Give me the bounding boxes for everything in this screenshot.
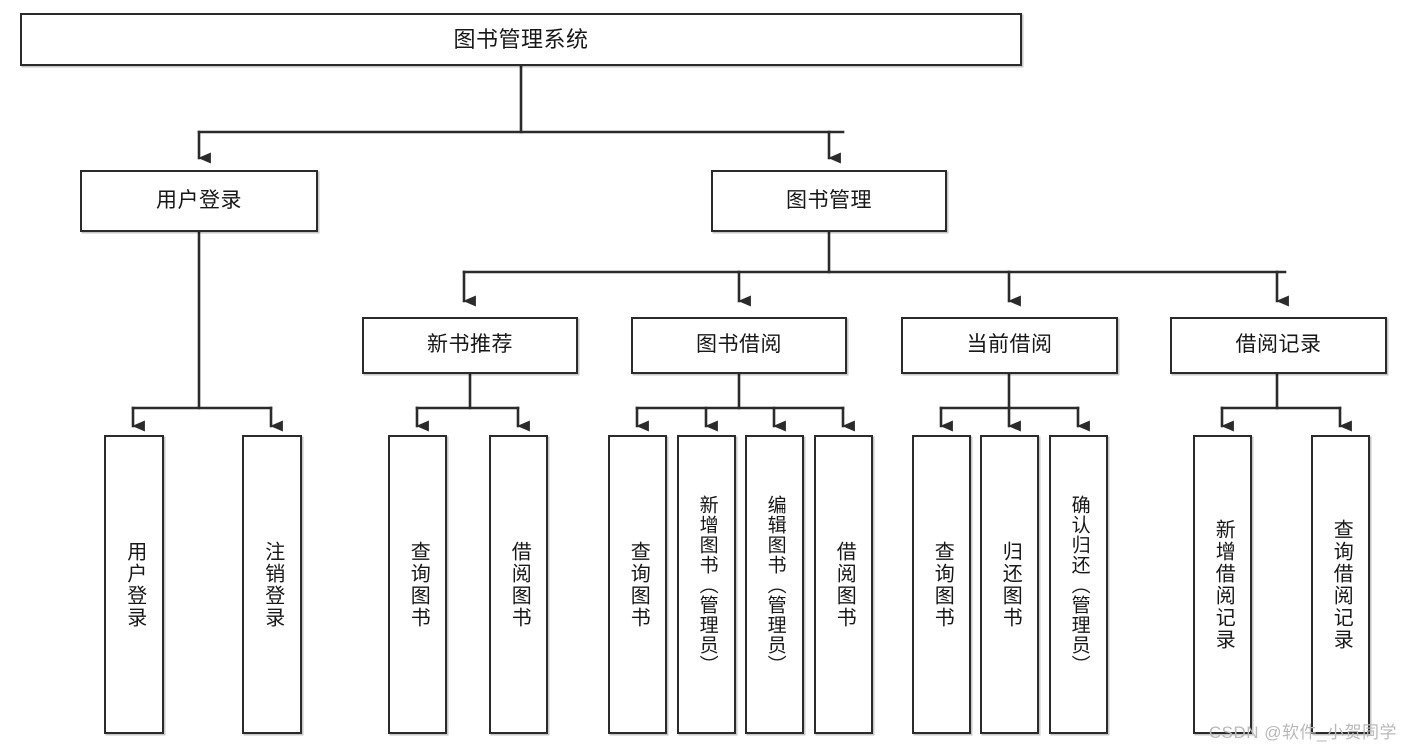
node-book-borrow[interactable]: 图书借阅 (631, 317, 847, 374)
leaf-query-book-current[interactable]: 查询图书 (912, 435, 971, 734)
node-label: 查询图书 (931, 540, 954, 629)
node-label: 新书推荐 (427, 333, 513, 357)
node-label: 归还图书 (999, 540, 1022, 629)
node-label: 借阅图书 (508, 540, 531, 629)
node-label: 查询图书 (627, 540, 650, 629)
node-label: 用户登录 (156, 188, 242, 212)
node-label: 编辑图书（管理员） (764, 494, 786, 675)
node-label: 当前借阅 (966, 333, 1053, 357)
leaf-query-book-borrow[interactable]: 查询图书 (608, 435, 667, 734)
node-borrow-record[interactable]: 借阅记录 (1170, 317, 1387, 374)
leaf-borrow-book-recommend[interactable]: 借阅图书 (489, 435, 548, 734)
node-label: 用户登录 (123, 540, 146, 629)
csdn-watermark: CSDN @软件_小贺同学 (1208, 723, 1397, 742)
node-label: 新增图书（管理员） (696, 494, 718, 675)
leaf-return-book[interactable]: 归还图书 (980, 435, 1039, 734)
leaf-user-login[interactable]: 用户登录 (104, 435, 164, 734)
node-new-book-recommend[interactable]: 新书推荐 (362, 317, 578, 374)
leaf-add-book-admin[interactable]: 新增图书（管理员） (677, 435, 736, 734)
node-label: 图书借阅 (696, 333, 782, 357)
leaf-borrow-book[interactable]: 借阅图书 (814, 435, 873, 734)
leaf-add-borrow-record[interactable]: 新增借阅记录 (1193, 435, 1252, 734)
node-user-login[interactable]: 用户登录 (80, 170, 318, 232)
node-label: 借阅记录 (1235, 333, 1322, 357)
node-label: 图书管理系统 (453, 26, 589, 52)
leaf-confirm-return-admin[interactable]: 确认归还（管理员） (1049, 435, 1108, 734)
leaf-query-book-recommend[interactable]: 查询图书 (388, 435, 447, 734)
node-label: 新增借阅记录 (1212, 518, 1235, 651)
node-label: 注销登录 (261, 540, 284, 629)
node-label: 查询借阅记录 (1330, 518, 1353, 651)
node-book-management[interactable]: 图书管理 (711, 170, 947, 232)
node-label: 借阅图书 (833, 540, 856, 629)
node-label: 确认归还（管理员） (1068, 494, 1090, 675)
node-root-book-management-system[interactable]: 图书管理系统 (20, 13, 1022, 66)
leaf-edit-book-admin[interactable]: 编辑图书（管理员） (745, 435, 804, 734)
node-label: 图书管理 (786, 188, 872, 212)
leaf-query-borrow-record[interactable]: 查询借阅记录 (1311, 435, 1370, 734)
node-current-borrow[interactable]: 当前借阅 (901, 317, 1118, 374)
leaf-logout[interactable]: 注销登录 (242, 435, 302, 734)
node-label: 查询图书 (407, 540, 430, 629)
